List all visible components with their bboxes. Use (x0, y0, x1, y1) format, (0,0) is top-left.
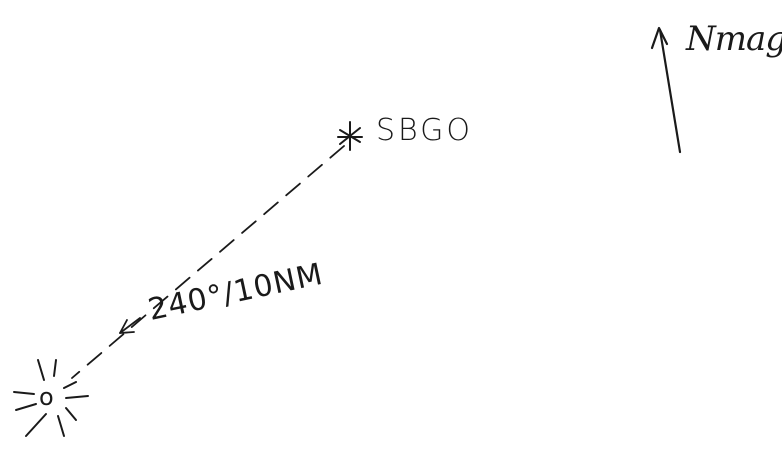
station-label: SBGO (376, 113, 474, 148)
north-arrow-head (650, 26, 669, 50)
course-direction-arrow-icon (119, 317, 141, 334)
north-label: Nmag (686, 19, 782, 59)
course-dashed-line (71, 145, 345, 379)
origin-label: o (39, 383, 54, 411)
north-arrow-shaft (658, 28, 682, 154)
north-arrow (650, 26, 682, 154)
origin-sunburst-icon (13, 359, 89, 437)
station-asterisk-icon (337, 121, 363, 151)
